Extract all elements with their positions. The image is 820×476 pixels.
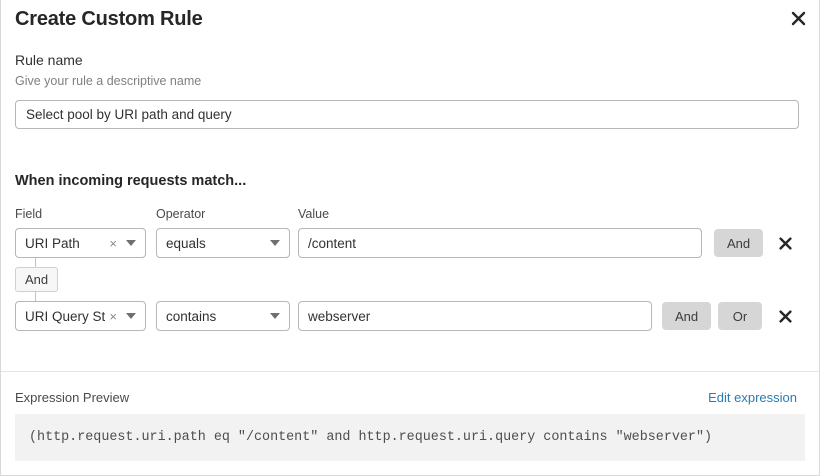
field-select-1[interactable]: URI Path × — [15, 228, 146, 258]
remove-condition-button-1[interactable] — [772, 228, 798, 258]
clear-icon[interactable]: × — [109, 235, 117, 251]
expression-preview-text: (http.request.uri.path eq "/content" and… — [29, 430, 713, 445]
condition-row: URI Path × equals And — [1, 228, 820, 258]
chevron-down-icon[interactable] — [265, 240, 289, 246]
clear-icon[interactable]: × — [109, 308, 117, 324]
column-header-operator: Operator — [156, 207, 206, 221]
value-input-2[interactable] — [298, 301, 652, 331]
rule-name-label: Rule name — [15, 52, 83, 68]
edit-expression-link[interactable]: Edit expression — [708, 390, 797, 405]
group-operator-and[interactable]: And — [15, 267, 59, 292]
value-input-1[interactable] — [298, 228, 702, 258]
expression-preview-label: Expression Preview — [15, 390, 130, 405]
expression-preview-box: (http.request.uri.path eq "/content" and… — [15, 414, 805, 461]
operator-select-2[interactable]: contains — [156, 301, 290, 331]
operator-select-1[interactable]: equals — [156, 228, 290, 258]
remove-icon — [778, 309, 792, 323]
chevron-down-icon[interactable] — [265, 313, 289, 319]
page-title: Create Custom Rule — [15, 8, 203, 30]
connector-line-top — [35, 258, 36, 268]
operator-select-1-value: equals — [166, 235, 206, 251]
field-select-2[interactable]: URI Query St... × — [15, 301, 146, 331]
column-header-value: Value — [298, 207, 330, 221]
remove-icon — [778, 236, 792, 250]
section-divider — [1, 371, 820, 372]
close-icon-glyph — [791, 11, 805, 25]
connector-line-bottom — [35, 291, 36, 301]
column-header-field: Field — [15, 207, 43, 221]
close-icon[interactable] — [785, 5, 811, 31]
operator-select-2-value: contains — [166, 308, 217, 324]
match-section-heading: When incoming requests match... — [15, 173, 247, 189]
remove-condition-button-2[interactable] — [772, 301, 798, 331]
or-button-row-2[interactable]: Or — [718, 302, 762, 330]
field-select-1-value: URI Path — [25, 235, 80, 251]
chevron-down-icon[interactable] — [121, 313, 145, 319]
and-button-row-2[interactable]: And — [662, 302, 712, 330]
rule-name-help-text: Give your rule a descriptive name — [15, 74, 202, 88]
condition-row: URI Query St... × contains And Or — [1, 301, 820, 331]
and-button-row-1[interactable]: And — [714, 229, 764, 257]
rule-name-input[interactable] — [15, 100, 799, 129]
chevron-down-icon[interactable] — [121, 240, 145, 246]
field-select-2-value: URI Query St... — [25, 308, 106, 324]
